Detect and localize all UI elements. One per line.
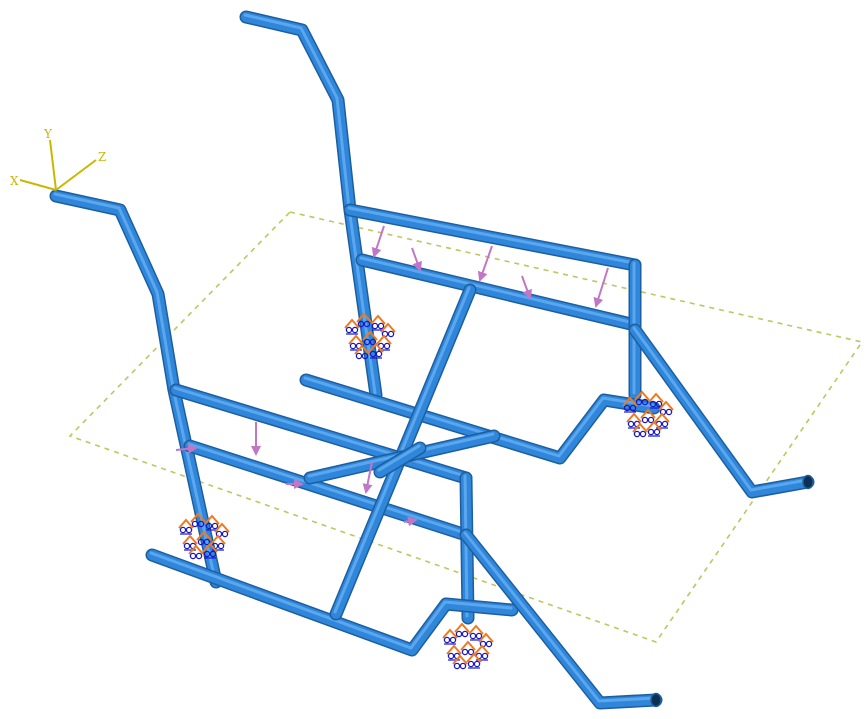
load-arrow-icon	[175, 443, 198, 454]
backrest-bar-lower-left	[183, 439, 473, 542]
back-upright-right	[239, 10, 383, 402]
reference-plane-outline	[68, 211, 864, 643]
load-arrow-icon	[477, 245, 493, 282]
backrest-bar-lower-right	[355, 253, 642, 332]
distributed-loads	[175, 225, 609, 527]
fixed-support-icon	[344, 312, 396, 360]
load-arrow-icon	[411, 247, 422, 272]
foot-rail-right	[628, 323, 815, 499]
foot-rail-left	[459, 528, 663, 710]
tube-end-cap	[650, 692, 662, 708]
load-arrow-icon	[593, 267, 609, 308]
cross-brace-c	[373, 441, 427, 479]
triad-y-label: Y	[43, 127, 53, 141]
load-arrow-icon	[362, 461, 373, 494]
fixed-support-icon	[442, 622, 494, 670]
boundary-conditions	[178, 312, 674, 670]
backrest-bar-upper-right	[343, 203, 642, 272]
triad-x-label: X	[10, 174, 19, 188]
fixed-support-icon	[622, 390, 674, 438]
back-upright-left	[49, 189, 223, 589]
seat-rail-left	[145, 548, 519, 657]
seat-rail-right	[299, 373, 661, 465]
coordinate-triad-icon: Y Z X	[10, 127, 106, 191]
tube-frame	[49, 10, 815, 710]
load-arrow-icon	[521, 275, 532, 300]
triad-z-label: Z	[98, 150, 106, 164]
tube-end-cap	[802, 474, 814, 490]
backrest-bar-upper-left	[169, 383, 473, 485]
load-arrow-icon	[403, 516, 418, 527]
load-arrow-icon	[371, 225, 385, 258]
rear-post-left	[459, 471, 475, 625]
fixed-support-icon	[178, 512, 230, 560]
